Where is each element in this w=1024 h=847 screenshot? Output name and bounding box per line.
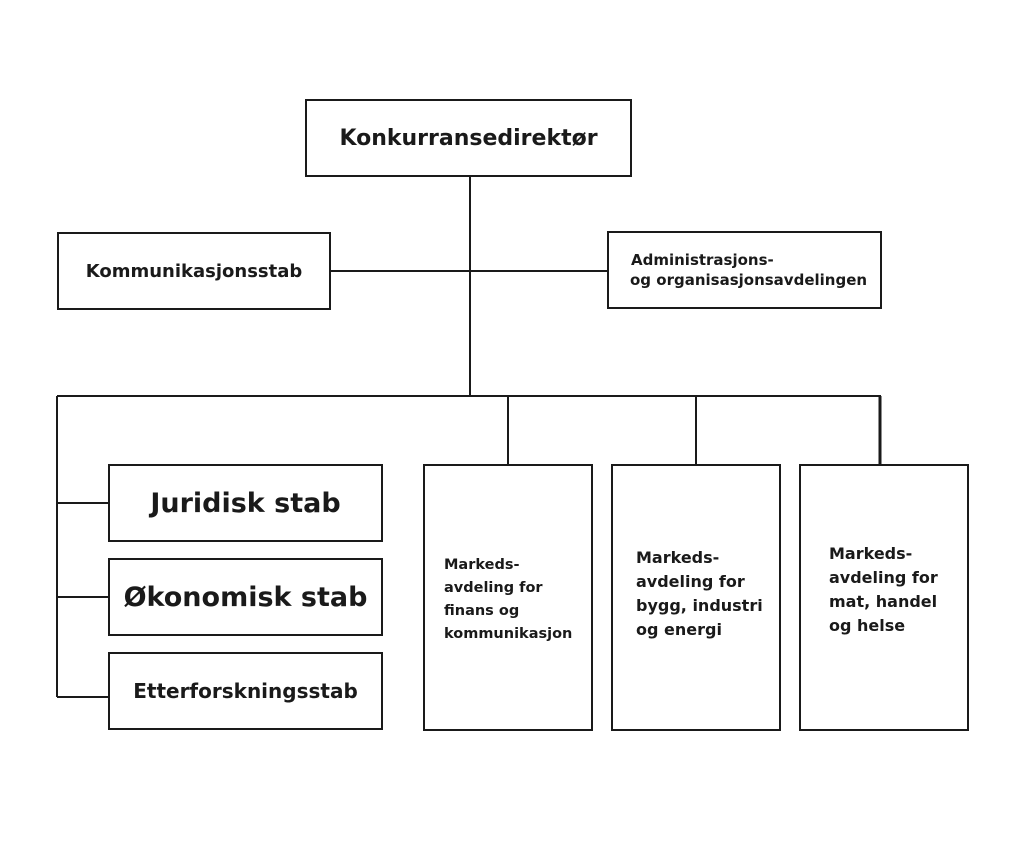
market-dept-mat-box: Markeds- avdeling for mat, handel og hel… [799,464,969,731]
administrasjon-label: Administrasjons- og organisasjonsavdelin… [630,250,868,290]
okonomisk-stab-box: Økonomisk stab [108,558,383,636]
market-dept-finans-box: Markeds- avdeling for finans og kommunik… [423,464,593,731]
juridisk-stab-label: Juridisk stab [150,487,341,519]
kommunikasjonsstab-box: Kommunikasjonsstab [57,232,331,310]
market-dept-mat-label: Markeds- avdeling for mat, handel og hel… [829,544,938,635]
market-dept-bygg-box: Markeds- avdeling for bygg, industri og … [611,464,781,731]
market-dept-finans-label: Markeds- avdeling for finans og kommunik… [444,557,573,642]
juridisk-stab-box: Juridisk stab [108,464,383,542]
etterforskningsstab-label: Etterforskningsstab [133,679,358,703]
administrasjon-label-line2: og organisasjonsavdelingen [630,271,868,289]
director-label: Konkurransedirektør [339,125,598,151]
market-dept-bygg-label: Markeds- avdeling for bygg, industri og … [636,548,763,639]
okonomisk-stab-label: Økonomisk stab [123,581,368,613]
administrasjon-box: Administrasjons- og organisasjonsavdelin… [607,231,882,309]
director-box: Konkurransedirektør [305,99,632,177]
etterforskningsstab-box: Etterforskningsstab [108,652,383,730]
administrasjon-label-line1: Administrasjons- [631,251,774,269]
kommunikasjonsstab-label: Kommunikasjonsstab [85,260,303,282]
